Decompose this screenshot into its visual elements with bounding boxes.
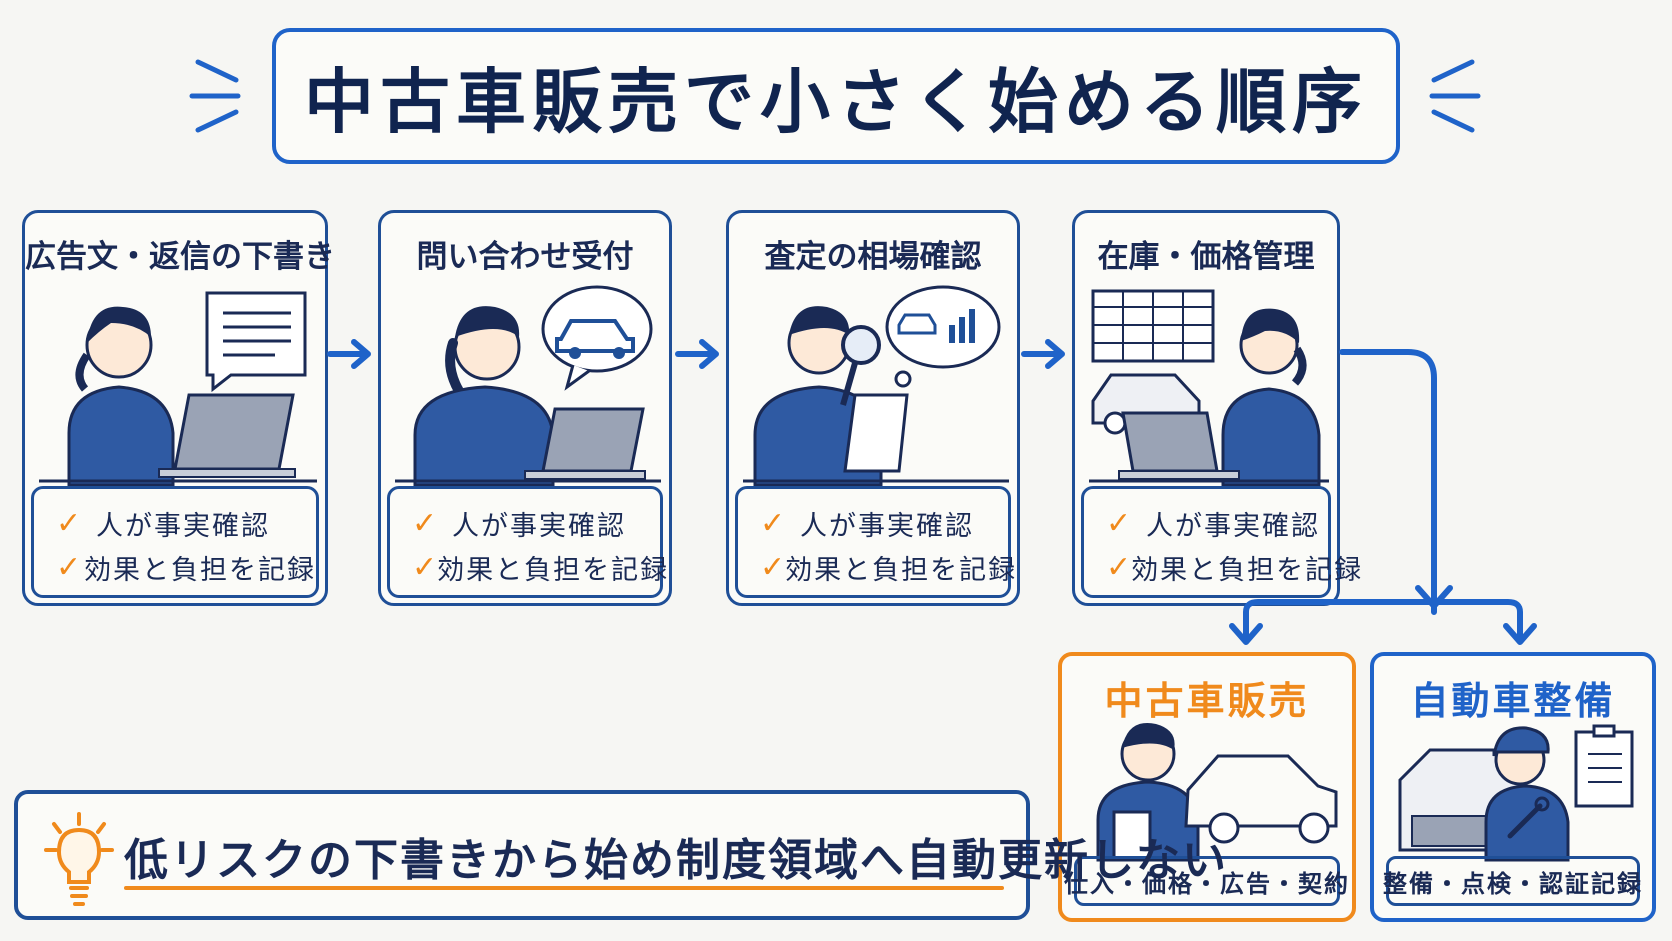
summary-note-text: 低リスクの下書きから始め制度領域へ自動更新しない [124,835,1228,886]
check-icon: ✓ [412,549,438,585]
check-item-fact: ✓ 人が事実確認 [760,505,974,542]
illustration-worker-laptop [39,291,317,487]
check-icon: ✓ [760,505,786,541]
destination-tag: 整備・点検・認証記録 [1383,856,1641,906]
check-icon: ✓ [412,505,438,541]
check-item-record: ✓ 効果と負担を記録 [1106,549,1364,586]
chart-icon [885,285,1001,388]
destination-tag: 仕入・価格・広告・契約 [1064,856,1348,906]
check-icon: ✓ [56,549,82,585]
illustration-worker-phone [395,285,661,487]
check-item-record: ✓ 効果と負担を記録 [412,549,670,586]
arrow-right-icon [1021,339,1065,369]
summary-note: 低リスクの下書きから始め制度領域へ自動更新しない [14,790,1226,920]
illustration-worker-inventory [1089,289,1329,487]
step-card-appraisal: 査定の相場確認 ✓ 人が事実確認 ✓ 効果と負担を記録 [726,210,1020,606]
check-icon: ✓ [760,549,786,585]
destination-title: 中古車販売 [1104,679,1310,723]
spreadsheet-icon [1091,289,1215,363]
step-title: 査定の相場確認 [764,239,982,275]
clipboard-icon [1112,810,1152,860]
step-checklist: ✓ 人が事実確認 ✓ 効果と負担を記録 [735,486,1018,598]
branch-connector [1229,349,1537,645]
wrench-icon [1507,796,1550,839]
step-checklist: ✓ 人が事実確認 ✓ 効果と負担を記録 [31,486,319,598]
step-card-ad-draft: 広告文・返信の下書き ✓ 人が事実確認 ✓ 効果と負担を記録 [22,210,335,606]
clipboard-icon [1574,724,1634,808]
arrow-right-icon [327,339,371,369]
title-burst-right [1429,59,1481,133]
step-card-inventory: 在庫・価格管理 ✓ 人が事実確認 ✓ 効果と負担を記録 [1072,210,1364,606]
check-item-record: ✓ 効果と負担を記録 [760,549,1018,586]
destination-title: 自動車整備 [1410,679,1616,723]
step-title: 在庫・価格管理 [1097,239,1315,275]
step-checklist: ✓ 人が事実確認 ✓ 効果と負担を記録 [387,486,670,598]
illustration-worker-magnifier [743,285,1009,487]
title-burst-left [189,59,241,133]
destination-used-car-sales: 中古車販売 仕入・価格・広告・契約 [1058,652,1356,922]
check-icon: ✓ [56,505,82,541]
car-icon [541,285,653,391]
title-banner: 中古車販売で小さく始める順序 [272,28,1400,164]
step-title: 問い合わせ受付 [416,239,634,275]
illustration-sales-car [1096,723,1338,862]
check-item-fact: ✓ 人が事実確認 [1106,505,1320,542]
illustration-mechanic [1398,724,1634,862]
step-card-inquiry: 問い合わせ受付 ✓ 人が事実確認 ✓ 効果と負担を記録 [378,210,672,606]
step-title: 広告文・返信の下書き [25,239,335,275]
lightbulb-icon [44,812,114,906]
laptop-icon [158,393,296,478]
check-item-fact: ✓ 人が事実確認 [412,505,626,542]
check-item-record: ✓ 効果と負担を記録 [56,549,316,586]
destination-auto-maintenance: 自動車整備 整備・点検・認証記録 [1370,652,1656,922]
document-icon [205,291,307,393]
magnifier-icon [840,325,881,406]
car-icon [1184,754,1338,844]
page-title: 中古車販売で小さく始める順序 [304,60,1368,143]
check-item-fact: ✓ 人が事実確認 [56,505,270,542]
check-icon: ✓ [1106,549,1132,585]
note-underline [124,886,1004,890]
check-icon: ✓ [1106,505,1132,541]
arrow-right-icon [675,339,719,369]
step-checklist: ✓ 人が事実確認 ✓ 効果と負担を記録 [1081,486,1364,598]
